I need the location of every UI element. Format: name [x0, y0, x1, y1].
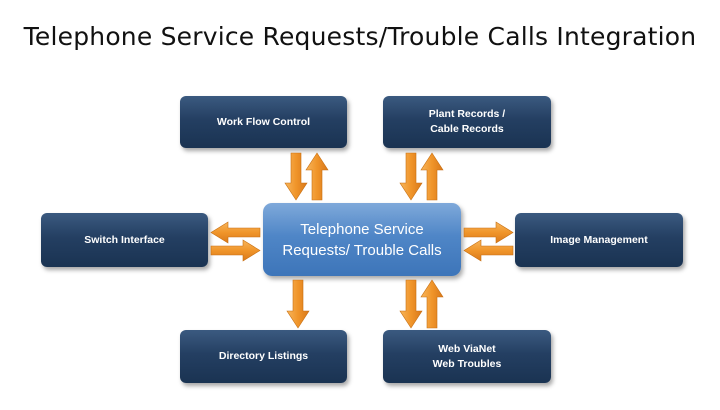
arrow-workflow-up	[305, 152, 329, 201]
arrow-plant-down	[399, 152, 423, 201]
diagram-title: Telephone Service Requests/Trouble Calls…	[23, 22, 697, 51]
node-central-service-requests: Telephone Service Requests/ Trouble Call…	[263, 203, 461, 276]
node-plant-records: Plant Records / Cable Records	[383, 96, 551, 148]
arrow-webvianet-up	[420, 279, 444, 329]
node-directory-listings: Directory Listings	[180, 330, 347, 383]
node-image-management: Image Management	[515, 213, 683, 267]
node-workflow-control: Work Flow Control	[180, 96, 347, 148]
arrow-directory-down	[286, 279, 310, 329]
arrow-switch-right	[210, 239, 261, 262]
node-switch-interface: Switch Interface	[41, 213, 208, 267]
arrow-webvianet-down	[399, 279, 423, 329]
arrow-image-left	[463, 239, 514, 262]
arrow-image-right	[463, 221, 514, 244]
arrow-plant-up	[420, 152, 444, 201]
arrow-switch-left	[210, 221, 261, 244]
arrow-workflow-down	[284, 152, 308, 201]
node-web-vianet: Web ViaNet Web Troubles	[383, 330, 551, 383]
